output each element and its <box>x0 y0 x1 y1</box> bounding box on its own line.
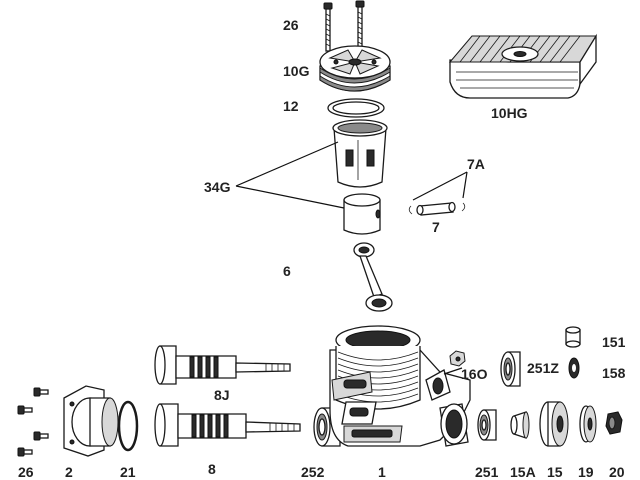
head-screws <box>323 0 365 52</box>
label-16o: 16O <box>461 366 488 382</box>
connecting-rod <box>353 242 393 312</box>
cylinder-head-finned <box>448 33 597 99</box>
label-6: 6 <box>283 263 291 279</box>
label-19: 19 <box>578 464 594 480</box>
label-2: 2 <box>65 464 73 480</box>
label-1: 1 <box>378 464 386 480</box>
wrist-pin <box>416 201 456 216</box>
crankcase <box>329 325 471 447</box>
label-15: 15 <box>547 464 563 480</box>
backplate-screws <box>17 387 49 457</box>
washer-158 <box>568 357 580 379</box>
drive-washer-15 <box>539 401 569 447</box>
label-7: 7 <box>432 219 440 235</box>
label-20: 20 <box>609 464 625 480</box>
label-12: 12 <box>283 98 299 114</box>
label-251z: 251Z <box>527 360 559 376</box>
crankshaft-8j <box>154 345 291 385</box>
o-ring <box>117 400 139 452</box>
label-21: 21 <box>120 464 136 480</box>
wrist-pin-clips <box>408 202 466 215</box>
crankshaft-8 <box>154 403 301 447</box>
label-26-bottom: 26 <box>18 464 34 480</box>
collet-15a <box>510 411 530 439</box>
label-8: 8 <box>208 461 216 477</box>
prop-nut-20 <box>605 411 623 435</box>
backplate <box>63 385 119 457</box>
label-7a: 7A <box>467 156 485 172</box>
cylinder-sleeve <box>332 119 388 188</box>
label-252: 252 <box>301 464 325 480</box>
cylinder-head-round <box>319 45 391 92</box>
label-151: 151 <box>602 334 626 350</box>
front-bearing-251 <box>477 409 497 441</box>
label-8j: 8J <box>214 387 230 403</box>
label-10g: 10G <box>283 63 310 79</box>
label-10hg: 10HG <box>491 105 528 121</box>
spacer-151 <box>565 326 581 348</box>
small-nut <box>443 350 466 375</box>
head-gasket <box>327 98 385 118</box>
label-15a: 15A <box>510 464 536 480</box>
piston <box>343 193 381 235</box>
label-34g: 34G <box>204 179 231 195</box>
front-bearing-251z <box>500 351 521 387</box>
label-26-top: 26 <box>283 17 299 33</box>
label-158: 158 <box>602 365 626 381</box>
prop-washer-19 <box>579 405 597 443</box>
label-251: 251 <box>475 464 499 480</box>
